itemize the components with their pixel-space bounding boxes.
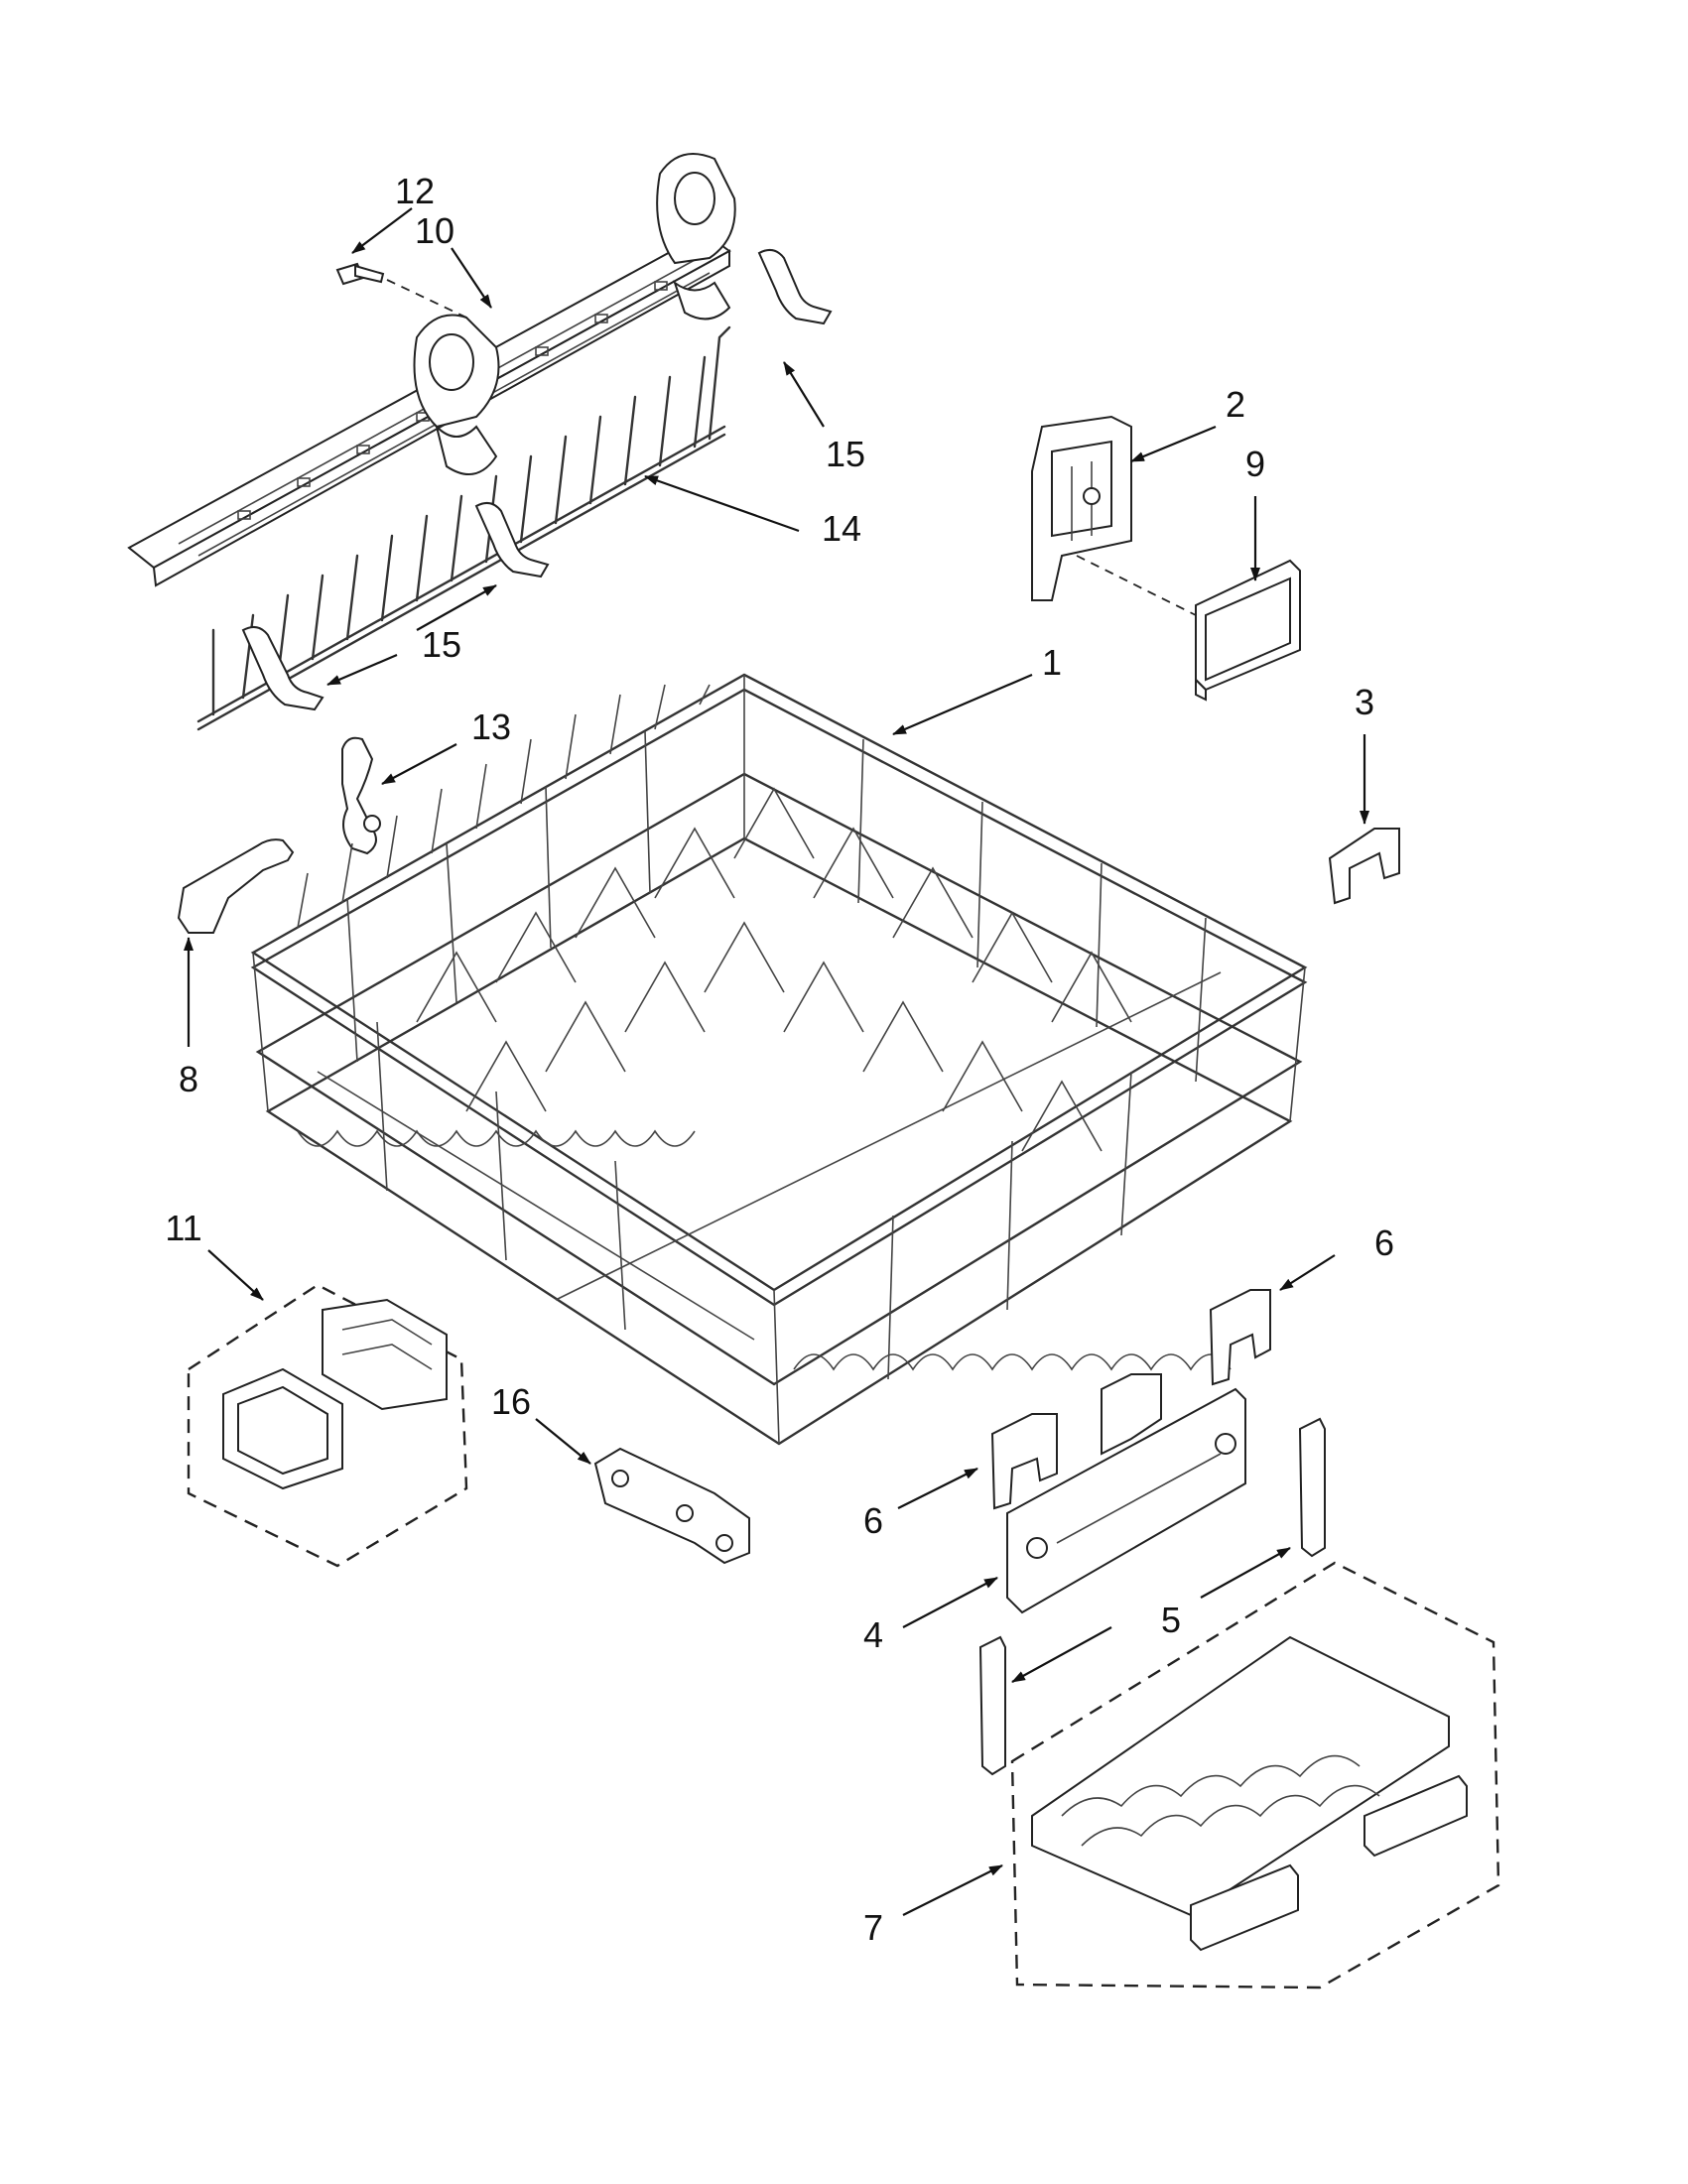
callout-16: 16 [491,1381,531,1422]
panel [1195,559,1301,702]
rack-adjuster-rail [127,153,736,587]
clip-upper-right [1209,1289,1271,1386]
screw [335,262,385,286]
callout-14: 14 [822,508,861,549]
callout-13: 13 [471,707,511,747]
tray [1031,1635,1450,1917]
callout-6-lower: 6 [863,1500,883,1541]
callout-5: 5 [1161,1600,1181,1640]
tray-clip-lower [1190,1863,1299,1952]
callout-9: 9 [1245,444,1265,484]
small-clip [341,736,381,855]
handle-insert [322,1298,448,1411]
callout-4: 4 [863,1614,883,1655]
rail-right [1298,1417,1326,1558]
tine-clip-lower [241,625,325,711]
clip-left [990,1413,1058,1510]
tray-kit-outline [1010,1561,1500,1990]
callout-3: 3 [1355,682,1374,722]
bracket [1031,415,1132,601]
handle-frame [222,1367,343,1490]
callout-11: 11 [165,1208,201,1248]
callout-12: 12 [395,171,435,211]
callout-8: 8 [179,1059,198,1099]
tray-clip-right [1363,1774,1468,1858]
upper-rack [250,673,1308,1446]
adjuster-bar [1006,1373,1246,1614]
lever [177,838,295,934]
callout-7: 7 [863,1907,883,1948]
leader-lines [184,207,1369,1916]
rail-left [978,1635,1006,1776]
clip [1328,828,1400,905]
callout-labels: 12 10 15 14 15 2 9 1 13 3 8 11 6 16 6 4 … [165,171,1394,1948]
callout-6-upper: 6 [1374,1222,1394,1263]
handle-kit-outline [187,1283,468,1568]
tine-clip-middle [474,501,550,578]
callout-2: 2 [1226,384,1245,425]
callout-10: 10 [415,210,454,251]
hinge-part [593,1447,750,1565]
callout-1: 1 [1042,642,1062,683]
tine-clip-upper [757,248,833,325]
callout-15-upper: 15 [826,434,865,474]
callout-15-lower: 15 [422,624,461,665]
